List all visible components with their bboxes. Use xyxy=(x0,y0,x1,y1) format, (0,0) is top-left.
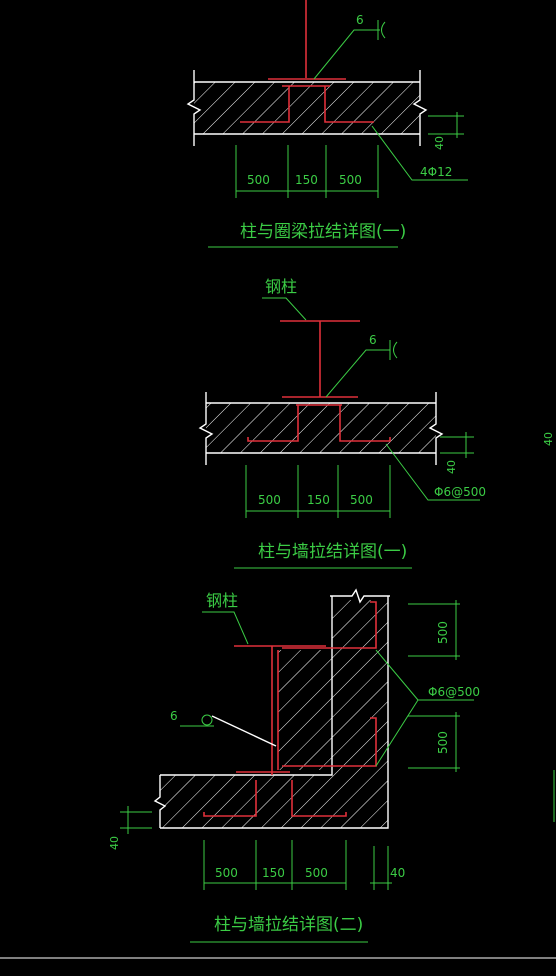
detail2-rebar-leader xyxy=(385,443,480,501)
detail3-column-leader xyxy=(202,611,249,645)
detail1-break-left xyxy=(186,70,202,146)
detail2-column-label: 钢柱 xyxy=(265,277,297,296)
detail-1-column-beam-tie: 6 500 150 500 40 4Φ12 柱与圈梁拉结详图(一) xyxy=(186,0,468,248)
detail1-rebar-leader xyxy=(371,125,468,181)
detail2-wall-hatch xyxy=(206,403,436,453)
detail3-vert-dim-top: 500 xyxy=(436,621,450,644)
detail1-cover: 40 xyxy=(433,136,446,150)
detail1-rebar-left xyxy=(240,86,290,123)
detail3-rebar-top xyxy=(282,601,377,649)
detail3-break-left xyxy=(153,775,167,828)
detail1-dim-right: 500 xyxy=(339,173,362,187)
detail3-rebar-mid xyxy=(282,717,377,767)
detail1-rebar-right xyxy=(324,86,374,123)
detail3-rebar-bottom-right xyxy=(291,780,347,817)
detail1-dim-mid: 150 xyxy=(295,173,318,187)
detail3-vert-dim-bottom: 500 xyxy=(436,731,450,754)
detail3-cover-right: 40 xyxy=(390,866,405,880)
detail1-beam-hatch xyxy=(194,82,420,134)
detail3-rebar-leader-1 xyxy=(375,649,419,701)
detail3-weld-size: 6 xyxy=(170,709,178,723)
detail1-break-right xyxy=(412,70,428,146)
detail2-dim-mid: 150 xyxy=(307,493,330,507)
detail3-wall-hatch xyxy=(160,600,388,828)
detail3-rebar-leader-2 xyxy=(375,699,474,767)
detail3-rebar-label: Φ6@500 xyxy=(428,685,480,699)
detail2-weld-size: 6 xyxy=(369,333,377,347)
detail-2-column-wall-tie: 钢柱 6 500 150 500 40 Φ6@500 xyxy=(198,277,555,569)
detail3-column-label: 钢柱 xyxy=(206,591,238,610)
detail2-side-cover: 40 xyxy=(542,432,555,446)
detail1-weld-size: 6 xyxy=(356,13,364,27)
detail3-wall-outer-edge xyxy=(160,596,389,829)
detail2-rebar-left xyxy=(247,405,299,442)
detail3-pocket-hatch xyxy=(278,650,332,770)
detail1-dim-left: 500 xyxy=(247,173,270,187)
detail3-dim-right: 500 xyxy=(305,866,328,880)
detail3-weld-symbol-icon xyxy=(201,714,213,726)
detail2-rebar-right xyxy=(339,405,391,442)
detail2-title: 柱与墙拉结详图(一) xyxy=(258,542,407,562)
detail3-weld-leader xyxy=(211,715,277,747)
detail-3-column-wall-corner-tie: 钢柱 6 500 500 Φ6@500 40 500 150 xyxy=(108,588,480,943)
detail2-break-left xyxy=(198,392,214,465)
detail1-rebar-label: 4Φ12 xyxy=(420,165,452,179)
detail2-cover: 40 xyxy=(445,460,458,474)
detail3-title: 柱与墙拉结详图(二) xyxy=(214,915,363,935)
detail3-wall-inner-edge xyxy=(160,596,333,776)
detail1-weld-leader xyxy=(313,29,380,80)
detail2-break-right xyxy=(428,392,444,465)
detail2-column-leader xyxy=(262,297,307,321)
detail2-dim-right: 500 xyxy=(350,493,373,507)
detail2-weld-leader xyxy=(325,349,390,398)
detail3-rebar-bottom-left xyxy=(203,780,257,817)
detail2-weld-flag xyxy=(389,340,398,360)
detail3-dim-left: 500 xyxy=(215,866,238,880)
detail3-dim-mid: 150 xyxy=(262,866,285,880)
detail1-title: 柱与圈梁拉结详图(一) xyxy=(240,222,406,242)
detail1-weld-flag xyxy=(377,20,386,40)
detail3-cover-left: 40 xyxy=(108,836,121,850)
detail2-dim-left: 500 xyxy=(258,493,281,507)
detail2-rebar-label: Φ6@500 xyxy=(434,485,486,499)
detail3-break-top xyxy=(330,588,390,604)
